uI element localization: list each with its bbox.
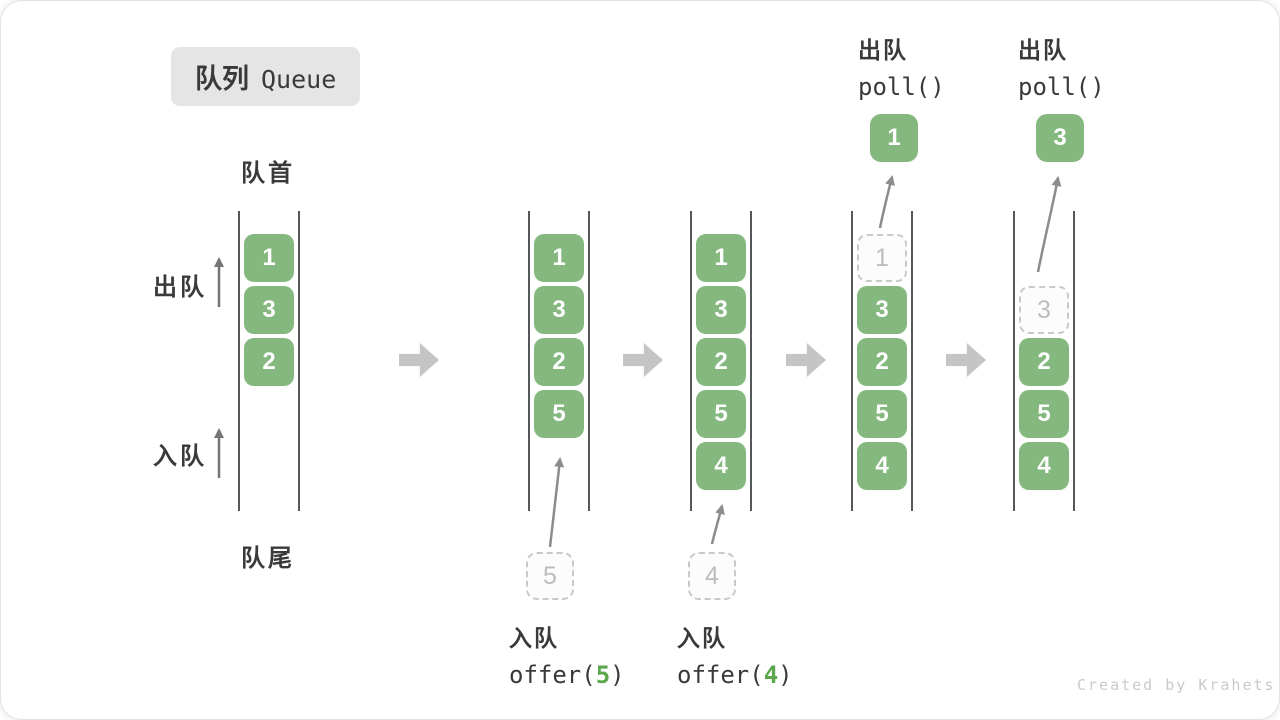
queue-rail bbox=[238, 211, 240, 511]
dequeue-op-1-label: 出队 bbox=[858, 37, 908, 63]
queue-state-4: 1 3 2 5 4 bbox=[851, 211, 913, 511]
queue-cell: 3 bbox=[534, 286, 584, 334]
label-enqueue-side: 入队 bbox=[153, 443, 207, 470]
enqueue-op-1: 入队 offer(5) bbox=[509, 619, 625, 689]
queue-cell: 2 bbox=[1019, 338, 1069, 386]
queue-cell: 5 bbox=[857, 390, 907, 438]
right-block-arrow-icon bbox=[786, 343, 826, 377]
code-open: offer( bbox=[509, 661, 596, 689]
queue-cell: 4 bbox=[1019, 442, 1069, 490]
queue-cell: 3 bbox=[696, 286, 746, 334]
queue-cell: 4 bbox=[857, 442, 907, 490]
removed-cell-3: 3 bbox=[1019, 286, 1069, 334]
queue-rail bbox=[851, 211, 853, 511]
code-open: offer( bbox=[677, 661, 764, 689]
label-queue-rear: 队尾 bbox=[241, 545, 295, 572]
dequeue-op-2: 出队 poll() bbox=[1018, 31, 1105, 101]
queue-state-2: 1 3 2 5 bbox=[528, 211, 590, 511]
label-dequeue-side: 出队 bbox=[153, 274, 207, 301]
queue-state-1: 1 3 2 bbox=[238, 211, 300, 511]
right-block-arrow-icon bbox=[623, 343, 663, 377]
enqueue-op-1-code: offer(5) bbox=[509, 661, 625, 689]
code-arg: 5 bbox=[595, 661, 611, 689]
queue-cell: 2 bbox=[244, 338, 294, 386]
queue-rail bbox=[750, 211, 752, 511]
dequeue-op-2-label: 出队 bbox=[1018, 37, 1068, 63]
queue-cell: 3 bbox=[857, 286, 907, 334]
queue-rail bbox=[588, 211, 590, 511]
watermark: Created by Krahets bbox=[1077, 676, 1276, 694]
queue-cell: 2 bbox=[857, 338, 907, 386]
polled-cell-3: 3 bbox=[1036, 114, 1084, 162]
code-arg: 4 bbox=[763, 661, 779, 689]
queue-cell: 1 bbox=[244, 234, 294, 282]
enqueue-op-2-code: offer(4) bbox=[677, 661, 793, 689]
queue-state-5: 3 2 5 4 bbox=[1013, 211, 1075, 511]
queue-cell: 5 bbox=[696, 390, 746, 438]
queue-rail bbox=[911, 211, 913, 511]
dequeue-op-2-code: poll() bbox=[1018, 73, 1105, 101]
polled-cell-1: 1 bbox=[870, 114, 918, 162]
dequeue-op-1-code: poll() bbox=[858, 73, 945, 101]
enqueue-op-1-label: 入队 bbox=[509, 625, 559, 651]
queue-cell: 5 bbox=[1019, 390, 1069, 438]
right-block-arrow-icon bbox=[946, 343, 986, 377]
title-badge: 队列 Queue bbox=[171, 47, 361, 106]
incoming-cell-5: 5 bbox=[526, 552, 574, 600]
incoming-cell-4: 4 bbox=[688, 552, 736, 600]
enqueue-op-2-label: 入队 bbox=[677, 625, 727, 651]
queue-rail bbox=[298, 211, 300, 511]
queue-cell: 4 bbox=[696, 442, 746, 490]
queue-cell: 2 bbox=[696, 338, 746, 386]
label-queue-front: 队首 bbox=[241, 160, 295, 187]
queue-rail bbox=[1073, 211, 1075, 511]
queue-cell: 1 bbox=[696, 234, 746, 282]
removed-cell-1: 1 bbox=[857, 234, 907, 282]
queue-rail bbox=[528, 211, 530, 511]
enqueue-op-2: 入队 offer(4) bbox=[677, 619, 793, 689]
right-block-arrow-icon bbox=[399, 343, 439, 377]
queue-cell: 1 bbox=[534, 234, 584, 282]
title-en: Queue bbox=[261, 65, 337, 94]
title-zh: 队列 bbox=[195, 64, 249, 94]
dequeue-op-1: 出队 poll() bbox=[858, 31, 945, 101]
queue-rail bbox=[690, 211, 692, 511]
enqueue-4-arrow-icon bbox=[710, 504, 725, 545]
code-close: ) bbox=[778, 661, 793, 689]
queue-cell: 2 bbox=[534, 338, 584, 386]
queue-state-3: 1 3 2 5 4 bbox=[690, 211, 752, 511]
queue-rail bbox=[1013, 211, 1015, 511]
queue-cell: 5 bbox=[534, 390, 584, 438]
queue-cell: 3 bbox=[244, 286, 294, 334]
code-close: ) bbox=[610, 661, 625, 689]
